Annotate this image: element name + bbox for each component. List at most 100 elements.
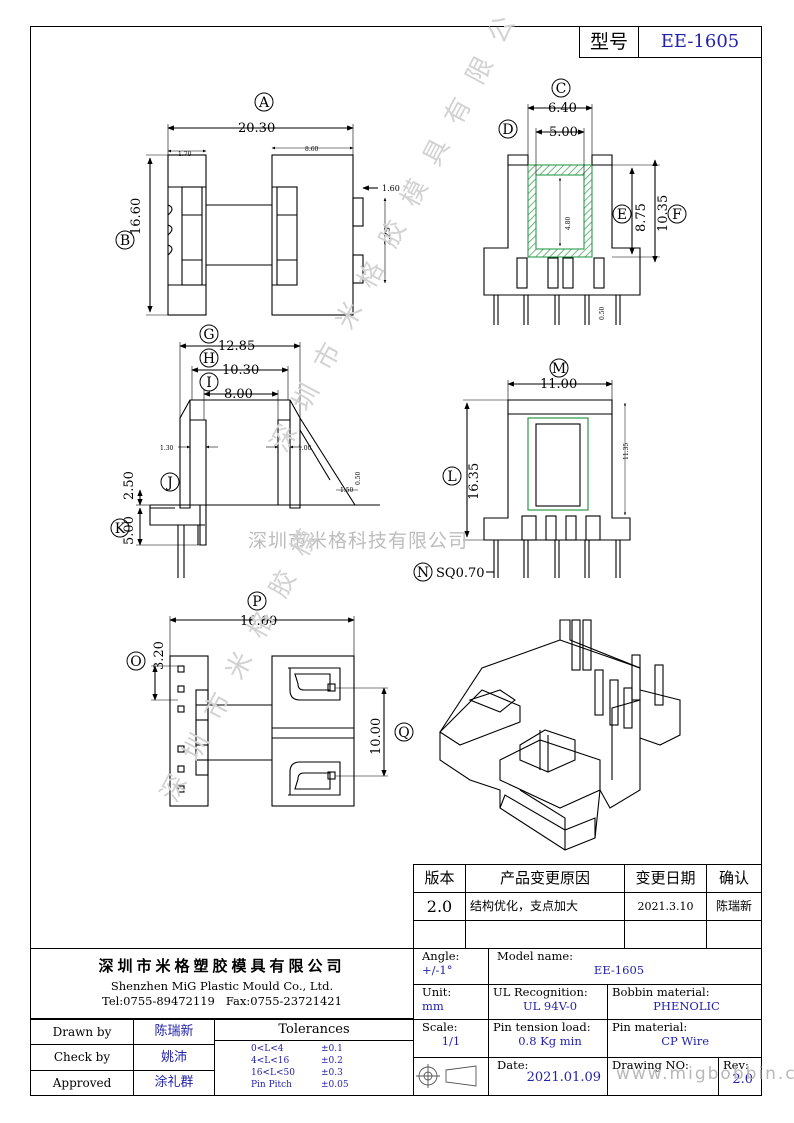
dim-small-1-50: 1.50	[340, 487, 354, 494]
dim-small-1-70: 1.70	[178, 151, 192, 158]
svg-text:A: A	[258, 95, 270, 111]
pin-material-value: CP Wire	[661, 1034, 709, 1048]
angle-value: +/-1°	[422, 963, 453, 977]
pin-tension-cell: Pin tension load: 0.8 Kg min	[488, 1019, 608, 1058]
label-p: P	[247, 591, 267, 611]
svg-text:C: C	[556, 81, 567, 97]
label-e: E	[612, 204, 632, 224]
drawn-value: 陈瑞新	[154, 1024, 194, 1039]
rev-header-version: 版本	[413, 864, 466, 893]
drawing-no-cell: Drawing NO:	[607, 1057, 719, 1096]
dim-d-value: 5.00	[549, 125, 578, 140]
dim-f-value: 10.35	[656, 195, 671, 232]
projection-symbol-cell	[413, 1057, 489, 1096]
unit-label: Unit:	[422, 985, 452, 999]
front-section-view	[136, 342, 380, 578]
label-h: H	[199, 348, 219, 368]
label-l: L	[442, 466, 462, 486]
approved-label: Approved	[52, 1076, 112, 1090]
dim-small-0-50: 0.50	[355, 471, 362, 485]
rev-header-date: 变更日期	[624, 864, 707, 893]
drawn-label: Drawn by	[52, 1025, 112, 1039]
label-d: D	[498, 119, 518, 139]
angle-label: Angle:	[422, 949, 460, 963]
check-label-cell: Check by	[30, 1044, 134, 1071]
company-name-en: Shenzhen MiG Plastic Mould Co., Ltd.	[110, 979, 334, 993]
company-contact: Tel:0755-89472119 Fax:0755-23721421	[102, 994, 342, 1008]
rev-empty-4	[706, 920, 762, 949]
model-cell: Model name: EE-1605	[488, 948, 762, 985]
scale-value: 1/1	[441, 1034, 461, 1048]
tol-row-4: Pin Pitch±0.05	[251, 1080, 349, 1090]
drawn-value-cell: 陈瑞新	[133, 1019, 215, 1045]
tol-row-3: 16<L<50±0.3	[251, 1068, 343, 1078]
check-value: 姚沛	[160, 1050, 187, 1065]
date-cell: Date: 2021.01.09	[488, 1057, 608, 1096]
projection-symbol-icon	[416, 1064, 477, 1088]
dim-k-value: 5.00	[122, 516, 137, 545]
label-n: N	[413, 562, 433, 582]
bottom-view	[151, 616, 388, 807]
label-a: A	[254, 92, 274, 112]
tolerances-block: Tolerances 0<L<4±0.1 4<L<16±0.2 16<L<50±…	[214, 1019, 414, 1096]
model-label: Model name:	[497, 949, 574, 963]
angle-cell: Angle: +/-1°	[413, 948, 489, 985]
check-value-cell: 姚沛	[133, 1044, 215, 1071]
model-value: EE-1605	[593, 963, 645, 977]
drawn-label-cell: Drawn by	[30, 1019, 134, 1045]
pin-tension-value: 0.8 Kg min	[518, 1034, 582, 1048]
label-i: I	[199, 372, 219, 392]
tol-row-1: 0<L<4±0.1	[251, 1044, 343, 1054]
tolerances-title: Tolerances	[215, 1020, 413, 1041]
label-k: K	[110, 518, 130, 538]
svg-text:F: F	[672, 207, 682, 223]
date-value: 2021.01.09	[526, 1070, 601, 1085]
rev-label: Rev:	[723, 1058, 749, 1072]
dim-small-1-60: 1.60	[382, 184, 400, 193]
bobbin-cell: Bobbin material: PHENOLIC	[607, 984, 762, 1020]
label-b: B	[115, 230, 135, 250]
dim-small-11-35: 11.35	[623, 443, 630, 460]
technical-drawing: 20.30 16.60 6.40 5.00 8.75 10.35 12.85 1…	[110, 78, 687, 851]
svg-text:J: J	[165, 475, 173, 491]
svg-text:P: P	[252, 594, 261, 610]
label-o: O	[126, 651, 146, 671]
unit-value: mm	[422, 999, 444, 1013]
check-label: Check by	[53, 1050, 111, 1064]
dim-g-value: 12.85	[218, 339, 255, 354]
rev-empty-2	[465, 920, 625, 949]
top-view	[146, 124, 387, 316]
label-j: J	[160, 472, 180, 492]
svg-text:I: I	[206, 375, 212, 391]
dim-p-value: 16.60	[240, 614, 277, 629]
svg-text:H: H	[203, 351, 215, 367]
svg-text:L: L	[447, 469, 456, 485]
dim-c-value: 6.40	[548, 101, 577, 116]
unit-cell: Unit: mm	[413, 984, 489, 1020]
svg-text:K: K	[115, 521, 126, 537]
rev-row-version: 2.0	[413, 892, 466, 921]
svg-text:O: O	[130, 654, 141, 670]
label-m: M	[549, 358, 569, 378]
rev-empty-1	[413, 920, 466, 949]
drawing-no-label: Drawing NO:	[612, 1058, 689, 1072]
dim-m-value: 11.00	[540, 377, 577, 392]
dim-o-value: 3.20	[152, 641, 167, 670]
pin-tension-label: Pin tension load:	[493, 1020, 591, 1034]
rev-value: 2.0	[732, 1072, 753, 1087]
dim-l-value: 16.35	[467, 463, 482, 500]
isometric-view	[439, 619, 681, 851]
svg-text:M: M	[552, 361, 566, 377]
dim-n-value: SQ0.70	[436, 566, 485, 581]
svg-text:Q: Q	[398, 725, 409, 741]
svg-text:N: N	[417, 565, 429, 581]
dim-small-4-80: 4.80	[565, 216, 572, 230]
label-q: Q	[394, 722, 414, 742]
svg-text:D: D	[502, 122, 513, 138]
bobbin-value: PHENOLIC	[653, 999, 720, 1013]
approved-value: 涂礼群	[154, 1075, 194, 1090]
ul-cell: UL Recognition: UL 94V-0	[488, 984, 608, 1020]
svg-text:G: G	[203, 327, 214, 343]
ul-value: UL 94V-0	[522, 999, 578, 1013]
dim-small-1-00: 1.00	[298, 445, 312, 452]
